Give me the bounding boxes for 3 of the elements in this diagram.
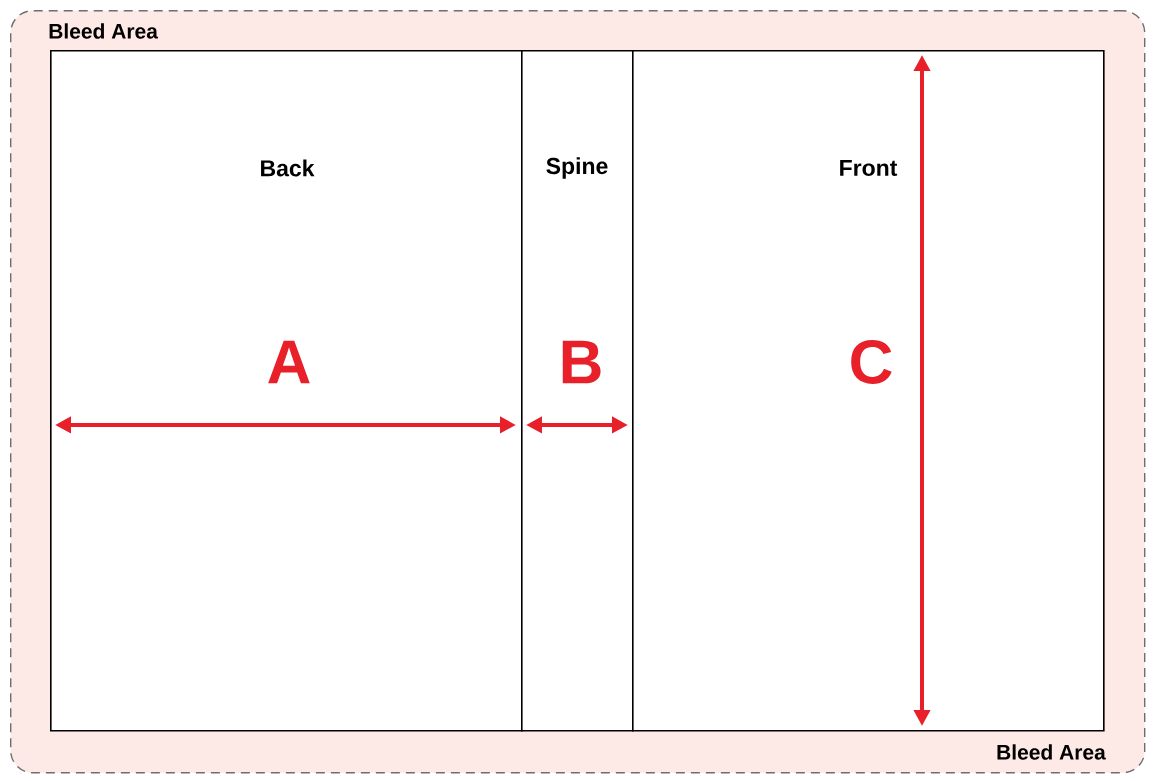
dimension-letter: A <box>268 340 310 384</box>
dimension-letter: C <box>851 340 892 384</box>
dimension-letter: B <box>562 340 601 384</box>
